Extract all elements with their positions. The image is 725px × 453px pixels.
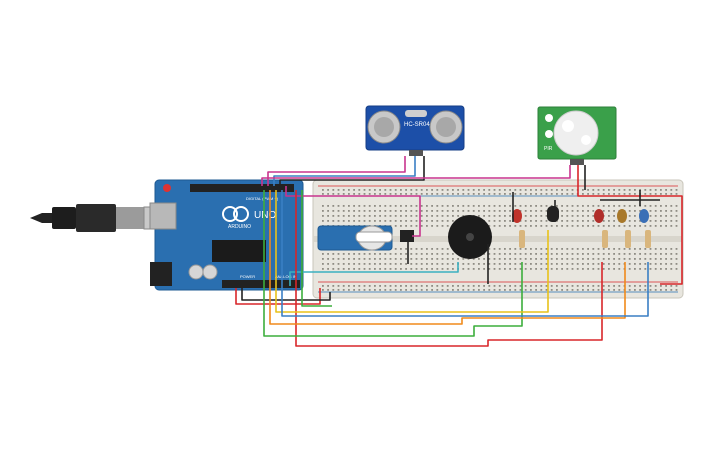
pir-label: PIR bbox=[544, 146, 553, 152]
atmega-chip bbox=[212, 240, 266, 262]
digital-header bbox=[190, 184, 294, 192]
wire-black bbox=[279, 156, 425, 186]
wire-red-power bbox=[577, 165, 683, 285]
led-red-2[interactable] bbox=[594, 209, 604, 223]
wire-yellow-temp bbox=[275, 190, 549, 313]
pir-sensor[interactable]: PIR bbox=[537, 106, 617, 165]
analog-label: ANALOG IN bbox=[275, 274, 297, 279]
model-label: UNO bbox=[254, 210, 276, 221]
hc-sr04-label: HC-SR04 bbox=[404, 122, 430, 128]
reset-button bbox=[163, 184, 171, 192]
usb-cable[interactable] bbox=[30, 204, 169, 232]
wires bbox=[235, 156, 683, 347]
temperature-sensor[interactable] bbox=[547, 206, 559, 222]
wire-magenta-pir bbox=[261, 165, 571, 186]
wire-green-short bbox=[301, 190, 332, 307]
wire-red-5v bbox=[235, 288, 321, 305]
ultrasonic-sensor[interactable]: HC-SR04 bbox=[365, 105, 465, 156]
arduino-uno[interactable]: ARDUINO UNO DIGITAL (PWM ~) POWER ANALOG… bbox=[149, 179, 304, 291]
arduino-logo-icon bbox=[222, 206, 238, 222]
led-blue[interactable] bbox=[639, 209, 649, 223]
piezo-buzzer[interactable] bbox=[448, 215, 492, 259]
digital-label: DIGITAL (PWM ~) bbox=[246, 196, 279, 201]
led-orange[interactable] bbox=[617, 209, 627, 223]
led-red-1[interactable] bbox=[512, 209, 522, 223]
brand-label: ARDUINO bbox=[228, 224, 251, 230]
analog-header bbox=[222, 280, 300, 288]
wire-orange-led bbox=[269, 190, 626, 325]
wire-blue-led bbox=[281, 190, 649, 317]
wire-red-led bbox=[295, 190, 603, 347]
wire-blue bbox=[273, 156, 416, 186]
wire-magenta bbox=[267, 156, 406, 186]
power-label: POWER bbox=[240, 274, 255, 279]
servo-motor[interactable] bbox=[317, 225, 414, 251]
wire-cyan-buzzer bbox=[289, 262, 459, 286]
wire-servo-signal bbox=[285, 186, 421, 237]
resistors[interactable] bbox=[519, 230, 651, 248]
wire-black-gnd bbox=[241, 288, 331, 301]
